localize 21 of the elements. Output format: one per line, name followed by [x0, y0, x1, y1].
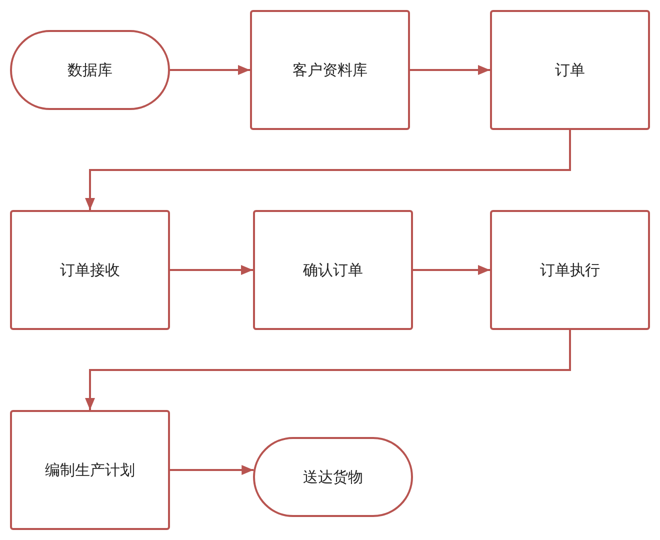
node-label: 订单: [555, 60, 585, 80]
node-label: 确认订单: [303, 260, 363, 280]
arrow: [85, 330, 571, 410]
process-box: [250, 10, 410, 130]
node-label: 送达货物: [303, 468, 363, 486]
arrow: [170, 265, 253, 275]
node-label: 数据库: [68, 60, 112, 80]
node-label: 订单执行: [540, 260, 600, 280]
process-box: [490, 10, 650, 130]
process-box: [253, 210, 413, 330]
process-box: [10, 410, 170, 530]
node-label: 编制生产计划: [45, 460, 135, 480]
process-box: [10, 210, 170, 330]
node-label: 订单接收: [60, 260, 120, 280]
arrow: [413, 265, 490, 275]
node-label: 客户资料库: [292, 60, 368, 80]
arrow: [170, 465, 254, 475]
arrow: [85, 130, 571, 210]
process-box: [490, 210, 650, 330]
arrow: [170, 65, 250, 75]
arrow: [410, 65, 490, 75]
